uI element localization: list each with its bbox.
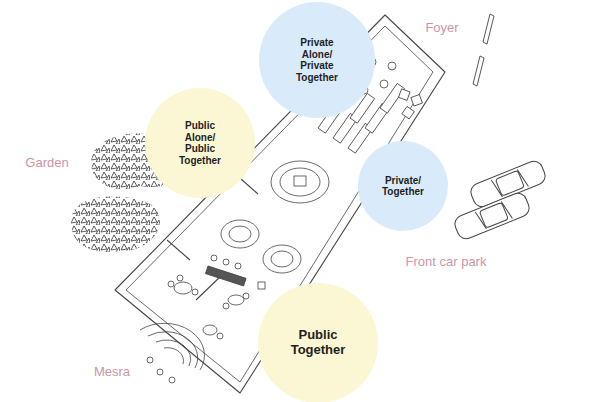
car xyxy=(452,159,547,242)
round-seating-part xyxy=(294,176,306,186)
place-label: Foyer xyxy=(425,20,458,36)
lounge-furniture-part xyxy=(399,89,411,101)
bench xyxy=(206,255,265,289)
round-seating-part xyxy=(271,161,329,203)
car-part-part xyxy=(495,170,524,196)
tables-part xyxy=(174,282,192,294)
place-label: Front car park xyxy=(406,254,487,270)
place-label: Mesra xyxy=(94,364,130,380)
tiered-seating-part xyxy=(148,332,198,368)
car-part-part xyxy=(479,202,508,228)
round-seating-part xyxy=(271,251,293,267)
bench-part xyxy=(206,266,247,286)
round-seating-part xyxy=(221,220,259,248)
bench-part xyxy=(235,263,241,269)
foyer-posts-part xyxy=(483,14,494,44)
round-seating-part xyxy=(229,226,251,242)
tiered-seating-part xyxy=(147,357,153,363)
tiered-seating xyxy=(140,323,204,383)
bench-part xyxy=(211,255,217,261)
bench-part xyxy=(223,259,229,265)
zone-circle: Private Alone/ Private Together xyxy=(259,2,375,118)
round-seating-part xyxy=(280,168,320,196)
zone-circle: Public Together xyxy=(258,283,378,402)
tables-part xyxy=(223,303,229,309)
tables xyxy=(168,275,249,339)
car-part-part xyxy=(452,191,531,242)
zone-label: Private/ Together xyxy=(375,175,431,198)
bench-part xyxy=(258,282,265,289)
lounge-furniture-part xyxy=(411,95,423,107)
tables-part xyxy=(192,289,198,295)
tiered-seating-part xyxy=(169,377,175,383)
tables-part xyxy=(217,333,223,339)
zone-label: Private Alone/ Private Together xyxy=(289,37,345,83)
tables-part xyxy=(177,275,183,281)
car-part-part xyxy=(491,168,528,199)
building-walls-part xyxy=(167,240,190,260)
car-part xyxy=(452,191,531,242)
tables-part xyxy=(203,325,217,335)
lounge-furniture-part xyxy=(402,106,415,119)
building-walls-part xyxy=(196,275,222,300)
zone-circle: Private/ Together xyxy=(358,141,448,231)
zone-label: Public Alone/ Public Together xyxy=(172,120,228,166)
tiered-seating-part xyxy=(164,348,184,364)
zone-label: Public Together xyxy=(284,328,352,358)
tables-part xyxy=(228,295,244,305)
tiered-seating-part xyxy=(157,369,163,375)
zone-circle: Public Alone/ Public Together xyxy=(145,88,255,198)
foyer-posts xyxy=(473,14,494,86)
lounge-furniture-part xyxy=(388,62,396,70)
garden-foliage-part xyxy=(71,196,160,252)
foyer-posts-part xyxy=(473,56,484,86)
tiered-seating-part xyxy=(140,323,204,370)
car-part-part xyxy=(475,200,512,231)
round-seating-part xyxy=(263,245,301,273)
place-label: Garden xyxy=(25,155,68,171)
tiered-seating-part xyxy=(156,340,191,366)
tables-part xyxy=(243,293,249,299)
tables-part xyxy=(168,281,174,287)
lounge-furniture-part xyxy=(380,80,388,88)
